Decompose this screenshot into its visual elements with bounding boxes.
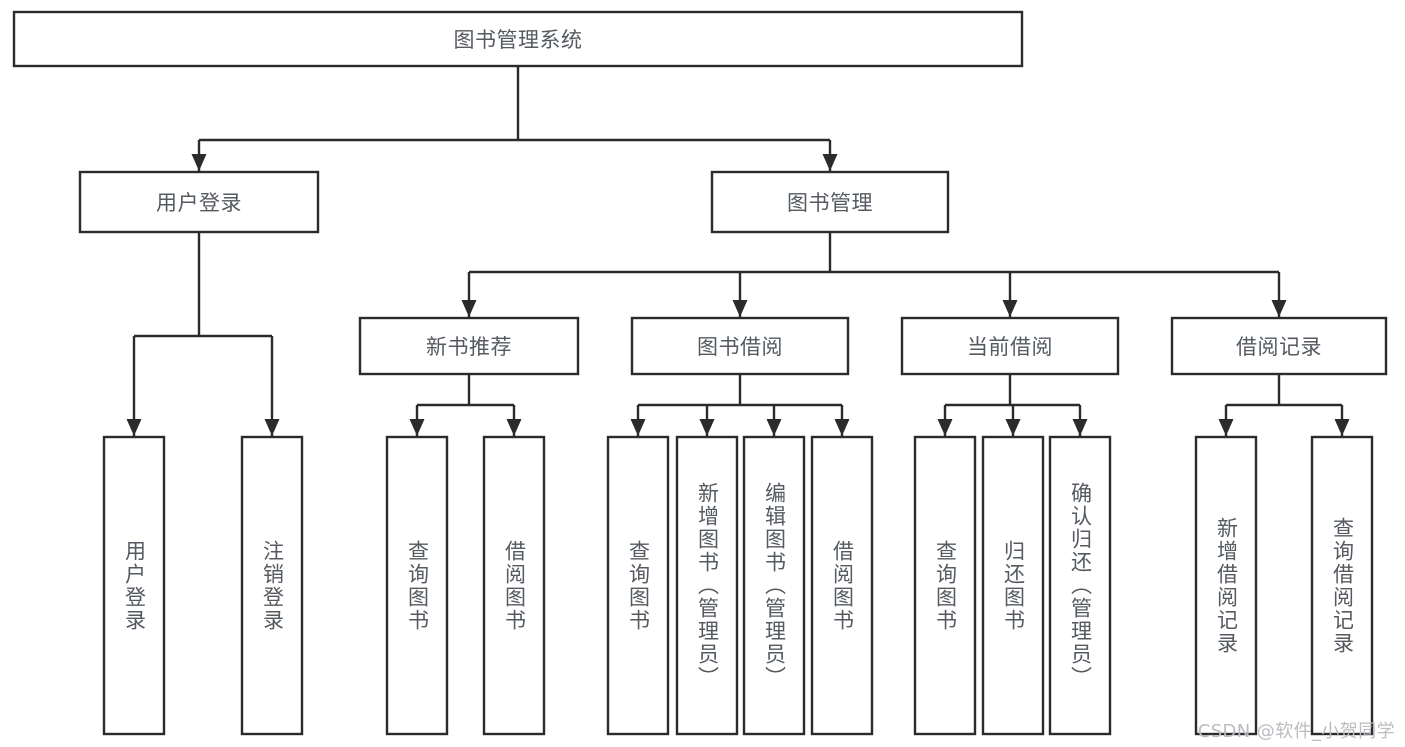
arrow-head-current-borrow-2 (1072, 419, 1088, 436)
node-box-borrow-record[interactable] (1170, 316, 1388, 376)
arrow-head-new-book-recommend-0 (409, 419, 425, 436)
node-box-leaf-logout[interactable] (240, 435, 304, 736)
node-box-leaf-borrow-book-1[interactable] (482, 435, 546, 736)
arrow-head-book-manage-1 (732, 300, 748, 317)
node-box-book-borrow[interactable] (630, 316, 850, 376)
arrow-head-user-login-0 (126, 419, 142, 436)
arrow-head-book-manage-0 (461, 300, 477, 317)
node-box-leaf-add-record[interactable] (1194, 435, 1258, 736)
csdn-watermark: CSDN @软件_小贺同学 (1197, 721, 1395, 742)
arrow-head-book-manage-3 (1271, 300, 1287, 317)
arrow-head-book-manage-2 (1002, 300, 1018, 317)
node-box-book-manage[interactable] (710, 170, 950, 234)
arrow-head-book-borrow-2 (766, 419, 782, 436)
node-box-leaf-confirm-return[interactable] (1048, 435, 1112, 736)
node-box-user-login[interactable] (78, 170, 320, 234)
arrow-head-root-1 (822, 154, 838, 171)
node-box-leaf-edit-book[interactable] (742, 435, 806, 736)
node-box-leaf-return-book[interactable] (981, 435, 1045, 736)
arrow-head-user-login-1 (264, 419, 280, 436)
node-box-leaf-query-book-2[interactable] (606, 435, 670, 736)
node-box-leaf-query-book-3[interactable] (913, 435, 977, 736)
arrow-head-current-borrow-1 (1005, 419, 1021, 436)
arrow-head-root-0 (191, 154, 207, 171)
node-box-leaf-borrow-book-2[interactable] (810, 435, 874, 736)
node-box-current-borrow[interactable] (900, 316, 1120, 376)
arrow-head-borrow-record-0 (1218, 419, 1234, 436)
node-box-leaf-add-book[interactable] (675, 435, 739, 736)
arrow-head-borrow-record-1 (1334, 419, 1350, 436)
arrow-head-book-borrow-3 (834, 419, 850, 436)
arrow-head-current-borrow-0 (937, 419, 953, 436)
arrow-head-book-borrow-0 (630, 419, 646, 436)
node-root-box[interactable] (12, 10, 1024, 68)
arrow-head-new-book-recommend-1 (506, 419, 522, 436)
node-box-leaf-query-record[interactable] (1310, 435, 1374, 736)
node-box-new-book-recommend[interactable] (358, 316, 580, 376)
arrow-head-book-borrow-1 (699, 419, 715, 436)
node-box-leaf-query-book-1[interactable] (385, 435, 449, 736)
node-box-leaf-user-login[interactable] (102, 435, 166, 736)
node-rectangles (12, 10, 1388, 736)
connector-lines (126, 66, 1350, 436)
